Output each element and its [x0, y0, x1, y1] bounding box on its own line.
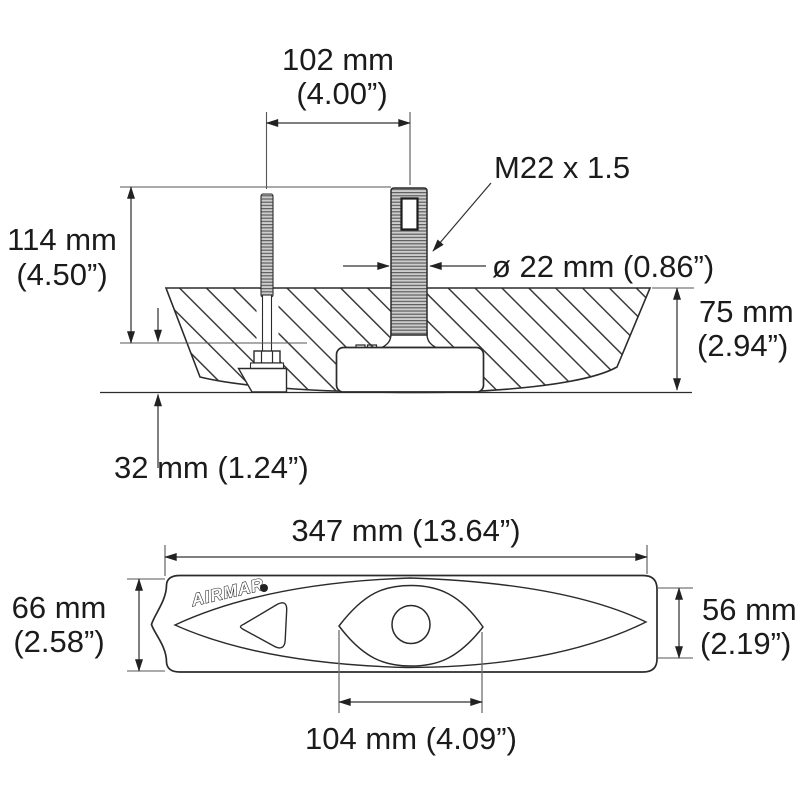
dim-protrusion-label: 32 mm (1.24”)	[114, 450, 309, 485]
dim-body-width: 66 mm (2.58”)	[12, 578, 165, 672]
stud-shank	[261, 294, 273, 354]
dim-face-width-mm: 56 mm	[702, 592, 797, 627]
dim-hull-depth-in: (2.94”)	[697, 328, 788, 363]
dim-overall-length: 347 mm (13.64”)	[164, 513, 648, 576]
mounting-stud	[237, 193, 288, 393]
eye-outline	[338, 584, 484, 667]
dim-stem-diameter-label: ø 22 mm (0.86”)	[492, 249, 714, 284]
lens-outline	[173, 577, 648, 669]
stud-threaded-rod	[260, 193, 274, 298]
transducer-body-section	[335, 346, 485, 393]
section-view: 102 mm (4.00”) M22 x 1.5 ø 22 mm (0.86”)…	[7, 42, 794, 485]
dim-stem-diameter: ø 22 mm (0.86”)	[343, 249, 714, 284]
leader-line	[432, 182, 492, 252]
dim-hull-depth: 75 mm (2.94”)	[652, 287, 794, 391]
plan-view: 347 mm (13.64”) AIRMAR 66 mm (2.58”)	[12, 513, 797, 756]
dim-stud-spacing: 102 mm (4.00”)	[265, 42, 411, 189]
registered-mark-dot	[260, 584, 268, 592]
dim-hull-depth-mm: 75 mm	[699, 294, 794, 329]
stem-cable-slot	[400, 197, 419, 231]
fairing-wedge	[237, 367, 288, 393]
dim-stud-length-in: (4.50”)	[16, 257, 107, 292]
dim-face-width-in: (2.19”)	[700, 626, 791, 661]
dim-body-width-in: (2.58”)	[13, 624, 104, 659]
dim-stud-spacing-mm: 102 mm	[282, 42, 394, 77]
thread-callout: M22 x 1.5	[432, 150, 630, 252]
dim-active-face-label: 104 mm (4.09”)	[305, 721, 517, 756]
dim-body-width-mm: 66 mm	[12, 590, 107, 625]
thread-label: M22 x 1.5	[494, 150, 630, 185]
stud-washer	[249, 362, 285, 370]
eye-element	[338, 584, 484, 667]
dim-stud-length-mm: 114 mm	[7, 222, 117, 257]
dim-stud-length: 114 mm (4.50”)	[7, 186, 391, 344]
body-top-ticks	[355, 344, 378, 348]
dim-protrusion: 32 mm (1.24”)	[114, 308, 309, 485]
transducer-section	[335, 187, 485, 393]
triangle-element	[239, 602, 288, 649]
dim-overall-length-label: 347 mm (13.64”)	[291, 513, 520, 548]
dim-face-width: 56 mm (2.19”)	[658, 587, 797, 661]
dim-active-face: 104 mm (4.09”)	[305, 630, 517, 756]
eye-circle	[391, 604, 431, 645]
stud-nut	[253, 350, 281, 364]
dim-stud-spacing-in: (4.00”)	[296, 76, 387, 111]
